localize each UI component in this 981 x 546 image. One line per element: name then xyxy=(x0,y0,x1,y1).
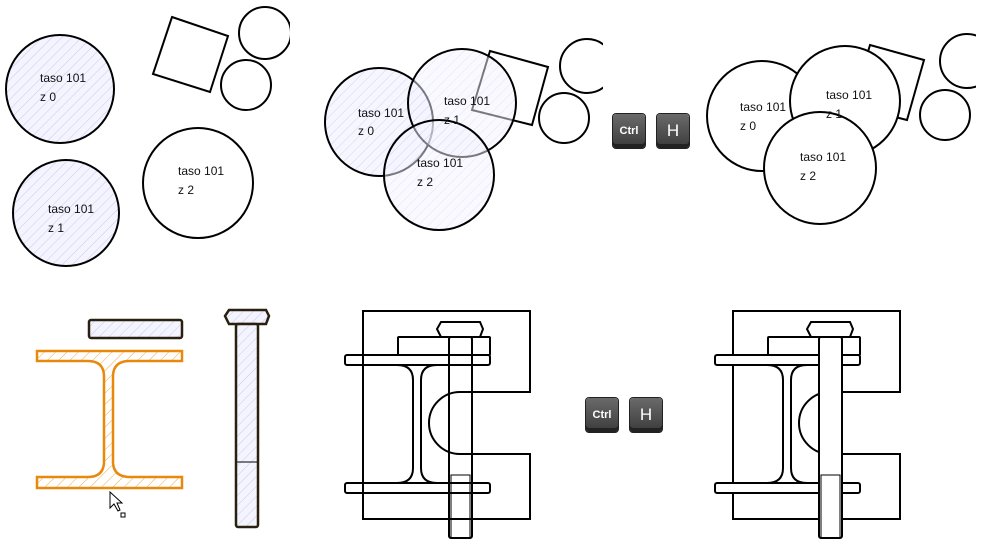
small-circle xyxy=(220,59,272,111)
circle-z0 xyxy=(5,34,115,144)
panel-assembly-after xyxy=(714,310,901,539)
circle-label: taso 101 xyxy=(48,202,94,216)
i-beam-flange xyxy=(344,482,491,494)
bracket-part xyxy=(362,310,531,520)
circle-level: z 1 xyxy=(48,221,64,235)
small-circle xyxy=(939,33,981,89)
bolt-head xyxy=(435,321,485,338)
ctrl-key-icon: Ctrl xyxy=(613,114,645,148)
plate-part xyxy=(767,336,861,356)
circle-level: z 0 xyxy=(740,119,756,133)
circle-label: taso 101 xyxy=(358,106,404,120)
panel-circles-before xyxy=(324,38,603,231)
circle-level: z 1 xyxy=(826,107,842,121)
bolt-part xyxy=(234,322,260,529)
circle-label: taso 101 xyxy=(800,150,846,164)
small-circle xyxy=(538,92,590,144)
panel-assembly-before xyxy=(344,310,531,539)
circle-z2 xyxy=(763,111,877,225)
ctrl-key-icon: Ctrl xyxy=(586,398,618,432)
circle-level: z 0 xyxy=(358,124,374,138)
circle-z1 xyxy=(12,159,120,267)
circle-level: z 1 xyxy=(444,113,460,127)
bolt-shank xyxy=(448,336,473,539)
i-beam-web xyxy=(396,364,438,484)
bolt-head xyxy=(805,321,855,338)
mouse-cursor-icon xyxy=(109,490,126,518)
small-circle xyxy=(919,89,971,141)
circle-level: z 2 xyxy=(800,169,816,183)
circle-label: taso 101 xyxy=(178,164,224,178)
circle-z2 xyxy=(383,119,495,231)
bolt-shank xyxy=(818,336,843,539)
circle-z2 xyxy=(142,127,254,239)
circle-level: z 2 xyxy=(178,183,194,197)
panel-circles-after xyxy=(706,33,981,225)
circle-label: taso 101 xyxy=(740,100,786,114)
panel-circles-separate xyxy=(5,6,290,267)
circle-level: z 2 xyxy=(417,175,433,189)
small-circle xyxy=(559,38,603,94)
h-key-icon: H xyxy=(630,398,662,432)
plate-part xyxy=(87,318,184,340)
i-beam-flange xyxy=(344,354,491,366)
circle-label: taso 101 xyxy=(40,71,86,85)
circle-level: z 0 xyxy=(40,90,56,104)
square-shape xyxy=(151,15,230,94)
circle-label: taso 101 xyxy=(417,156,463,170)
plate-part xyxy=(397,336,491,356)
h-key-icon: H xyxy=(657,114,689,148)
i-beam-part-selected xyxy=(35,349,184,490)
i-beam-web xyxy=(766,364,808,484)
circle-label: taso 101 xyxy=(444,94,490,108)
bolt-part xyxy=(223,308,271,326)
small-circle xyxy=(238,6,290,60)
panel-parts xyxy=(35,308,271,529)
circle-label: taso 101 xyxy=(826,88,872,102)
